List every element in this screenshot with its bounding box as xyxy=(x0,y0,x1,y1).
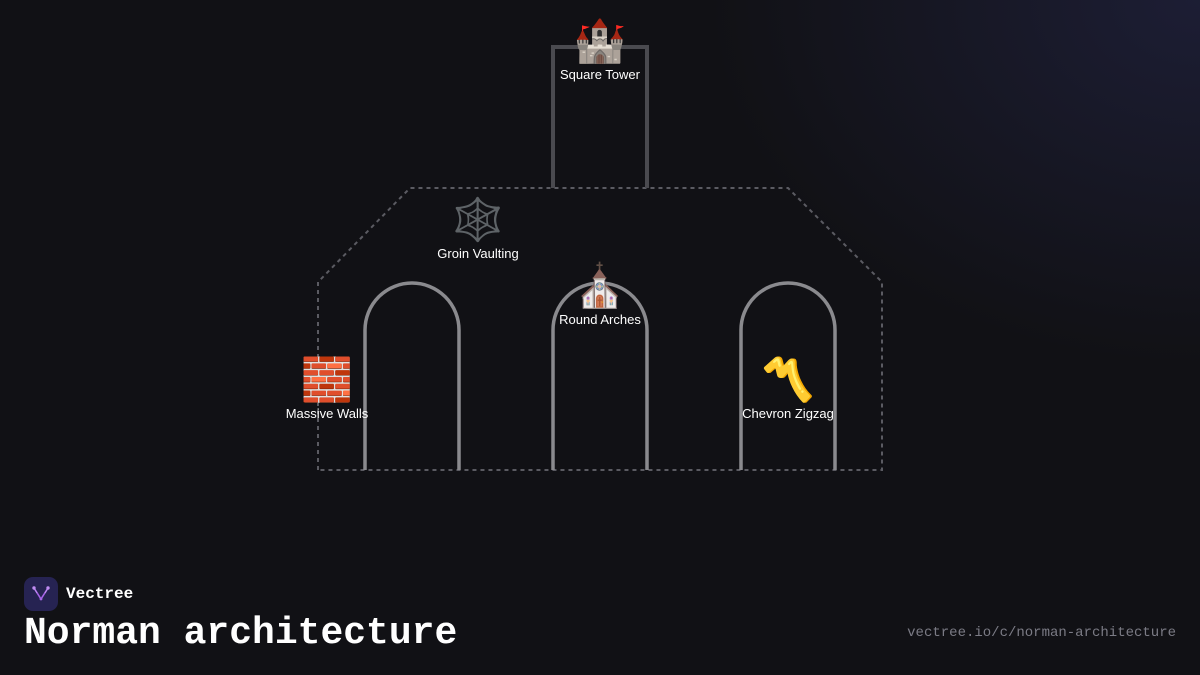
node-label: Square Tower xyxy=(560,67,640,82)
tower-outline xyxy=(551,45,649,188)
church-icon: ⛪ xyxy=(573,261,627,310)
node-label: Massive Walls xyxy=(285,406,369,421)
arch-left xyxy=(363,281,461,470)
brand[interactable]: Vectree xyxy=(24,577,133,611)
node-groin-vaulting[interactable]: 🕸️ Groin Vaulting xyxy=(437,196,518,262)
node-round-arches[interactable]: ⛪ Round Arches xyxy=(559,262,641,328)
arch-right xyxy=(739,281,837,470)
page-url[interactable]: vectree.io/c/norman-architecture xyxy=(907,625,1176,641)
node-label: Chevron Zigzag xyxy=(742,406,834,421)
church-outline xyxy=(317,187,883,471)
castle-icon: 🏰 xyxy=(573,16,627,65)
brick-icon: 🧱 xyxy=(300,355,354,404)
node-square-tower[interactable]: 🏰 Square Tower xyxy=(560,17,640,83)
brand-name: Vectree xyxy=(66,585,134,603)
node-label: Groin Vaulting xyxy=(437,246,519,261)
vectree-logo-icon xyxy=(24,577,58,611)
part-alternation-mark-icon: 〽️ xyxy=(761,355,815,404)
arch-center xyxy=(551,281,649,470)
node-massive-walls[interactable]: 🧱 Massive Walls xyxy=(286,356,369,422)
node-label: Round Arches xyxy=(559,312,641,327)
node-chevron-zigzag[interactable]: 〽️ Chevron Zigzag xyxy=(742,356,834,422)
page-title: Norman architecture xyxy=(24,612,458,655)
spider-web-icon: 🕸️ xyxy=(451,195,505,244)
